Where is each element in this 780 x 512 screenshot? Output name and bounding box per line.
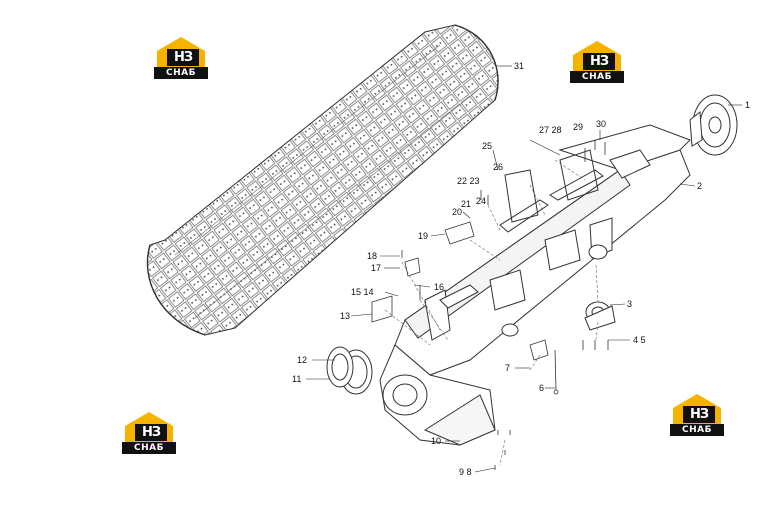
callout-13: 13 bbox=[340, 311, 351, 321]
callout-19: 19 bbox=[418, 231, 429, 241]
callout-22-23: 22 23 bbox=[457, 176, 480, 186]
callout-9-8: 9 8 bbox=[459, 467, 472, 477]
callout-2: 2 bbox=[697, 181, 703, 191]
brand-logo: НЗ СНАБ bbox=[152, 35, 210, 81]
brand-logo: НЗ СНАБ bbox=[668, 392, 726, 438]
small-parts bbox=[371, 140, 609, 470]
callout-25: 25 bbox=[482, 141, 493, 151]
callout-16: 16 bbox=[434, 282, 445, 292]
logo-word: СНАБ bbox=[122, 442, 176, 454]
track-roller bbox=[584, 301, 616, 331]
callout-21: 21 bbox=[461, 199, 472, 209]
callout-3: 3 bbox=[627, 299, 633, 309]
callout-4-5: 4 5 bbox=[633, 335, 646, 345]
logo-mark: НЗ bbox=[683, 406, 715, 423]
callout-18: 18 bbox=[367, 251, 378, 261]
track-chain bbox=[146, 24, 499, 336]
callout-24: 24 bbox=[476, 196, 487, 206]
drive-housing bbox=[326, 344, 496, 446]
brand-logo: НЗ СНАБ bbox=[568, 39, 626, 85]
logo-word: СНАБ bbox=[570, 71, 624, 83]
logo-mark: НЗ bbox=[135, 424, 167, 441]
callout-1: 1 bbox=[745, 100, 751, 110]
logo-mark: НЗ bbox=[167, 49, 199, 66]
logo-mark: НЗ bbox=[583, 53, 615, 70]
track-frame bbox=[394, 124, 691, 376]
callout-30: 30 bbox=[596, 119, 607, 129]
logo-word: СНАБ bbox=[670, 424, 724, 436]
callout-17: 17 bbox=[371, 263, 382, 273]
idler-wheel bbox=[689, 94, 738, 156]
callout-26: 26 bbox=[493, 162, 504, 172]
callout-15-14: 15 14 bbox=[351, 287, 374, 297]
callout-6: 6 bbox=[539, 383, 545, 393]
callout-7: 7 bbox=[505, 363, 511, 373]
leader-lines bbox=[306, 65, 742, 473]
callout-31: 31 bbox=[514, 61, 525, 71]
callout-27-28: 27 28 bbox=[539, 125, 562, 135]
callout-10: 10 bbox=[431, 436, 442, 446]
callout-11: 11 bbox=[292, 374, 302, 384]
callout-20: 20 bbox=[452, 207, 463, 217]
logo-word: СНАБ bbox=[154, 67, 208, 79]
brand-logo: НЗ СНАБ bbox=[120, 410, 178, 456]
callout-12: 12 bbox=[297, 355, 308, 365]
assembly-lines bbox=[384, 159, 599, 466]
callout-29: 29 bbox=[573, 122, 584, 132]
